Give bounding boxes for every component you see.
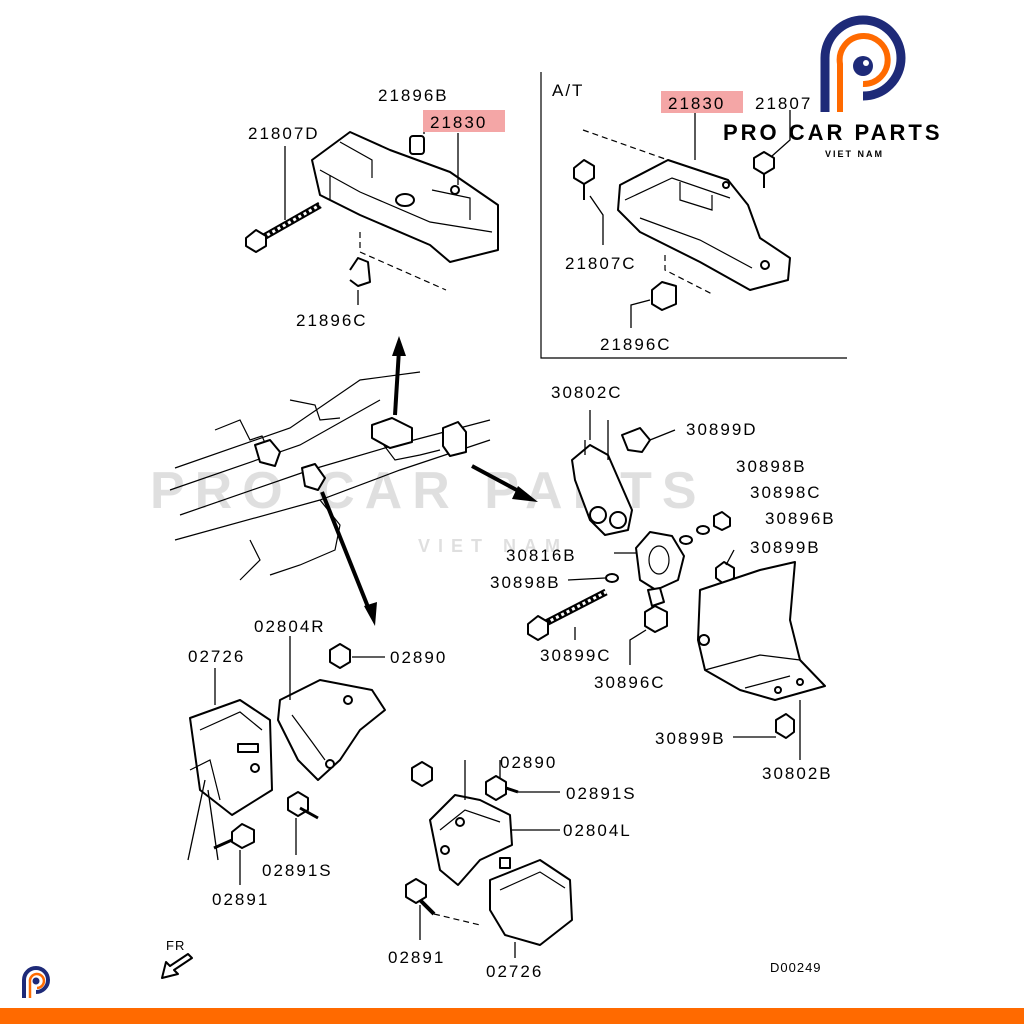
label-02891-center: 02891 bbox=[388, 948, 445, 967]
label-30899b-bot: 30899B bbox=[655, 729, 726, 748]
small-logo-icon bbox=[22, 966, 50, 998]
label-30802b: 30802B bbox=[762, 764, 833, 783]
label-21807d: 21807D bbox=[248, 124, 320, 143]
engine-mount-right bbox=[187, 636, 386, 885]
logo-arc-icon bbox=[836, 33, 891, 112]
label-30898c: 30898C bbox=[750, 483, 822, 502]
label-30802c: 30802C bbox=[551, 383, 623, 402]
label-21830-mt: 21830 bbox=[430, 113, 487, 132]
highlight-21830-at bbox=[661, 91, 743, 113]
label-02890-center: 02890 bbox=[500, 753, 557, 772]
at-transmission-mount bbox=[573, 110, 791, 328]
label-30899d: 30899D bbox=[686, 420, 758, 439]
label-02891-left: 02891 bbox=[212, 890, 269, 909]
label-30898b-top: 30898B bbox=[736, 457, 807, 476]
label-30899c: 30899C bbox=[540, 646, 612, 665]
label-21896c-at: 21896C bbox=[600, 335, 672, 354]
logo-p-icon bbox=[820, 15, 906, 112]
label-02891s-left: 02891S bbox=[262, 861, 333, 880]
label-30896c: 30896C bbox=[594, 673, 666, 692]
brand-sub: VIET NAM bbox=[825, 149, 884, 159]
front-arrow-icon bbox=[161, 953, 193, 979]
callout-arrows bbox=[320, 336, 538, 626]
at-label: A/T bbox=[552, 81, 584, 100]
logo-dot-icon bbox=[853, 56, 873, 76]
label-21807: 21807 bbox=[755, 94, 812, 113]
label-30816b: 30816B bbox=[506, 546, 577, 565]
label-30896b: 30896B bbox=[765, 509, 836, 528]
label-02726-center: 02726 bbox=[486, 962, 543, 981]
chassis-frame bbox=[169, 371, 491, 581]
label-02804l: 02804L bbox=[563, 821, 632, 840]
footer-bar bbox=[0, 1008, 1024, 1024]
diagram-code: D00249 bbox=[770, 960, 822, 975]
label-21896c-mt: 21896C bbox=[296, 311, 368, 330]
brand-name: PRO CAR PARTS bbox=[723, 120, 943, 145]
at-section: A/T bbox=[540, 72, 847, 359]
mt-transmission-mount bbox=[245, 115, 499, 305]
brand-logo: PRO CAR PARTS VIET NAM bbox=[723, 15, 943, 159]
svg-text:VIET NAM: VIET NAM bbox=[418, 536, 568, 556]
rear-mount-assembly bbox=[527, 410, 826, 760]
label-30899b-top: 30899B bbox=[750, 538, 821, 557]
front-marker-label: FR bbox=[166, 938, 185, 953]
highlight-21830-mt bbox=[423, 110, 505, 132]
small-logo bbox=[22, 966, 50, 998]
label-21830-at: 21830 bbox=[668, 94, 725, 113]
engine-mount-left bbox=[405, 760, 573, 958]
label-21807c: 21807C bbox=[565, 254, 637, 273]
label-02726-left: 02726 bbox=[188, 647, 245, 666]
label-02890-left: 02890 bbox=[390, 648, 447, 667]
label-30898b-low: 30898B bbox=[490, 573, 561, 592]
label-02804r: 02804R bbox=[254, 617, 326, 636]
label-02891s-center: 02891S bbox=[566, 784, 637, 803]
front-marker: FR bbox=[161, 938, 193, 979]
label-21896b-mt: 21896B bbox=[378, 86, 449, 105]
